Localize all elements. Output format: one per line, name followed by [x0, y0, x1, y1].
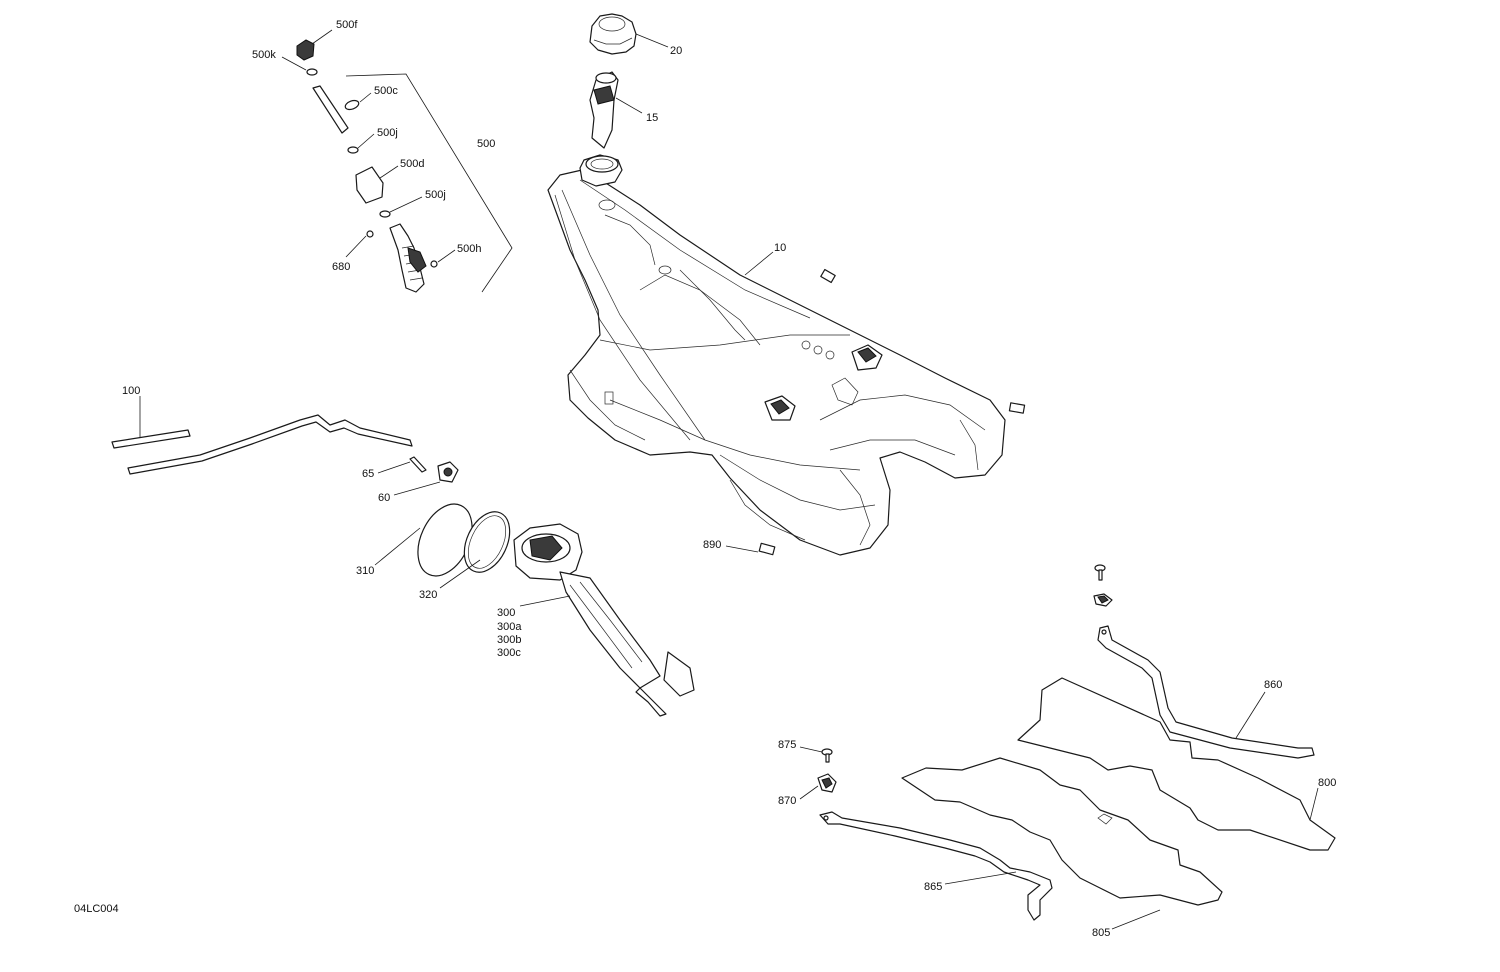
callout-860: 860 [1264, 679, 1282, 691]
pad-890-c [758, 542, 776, 556]
fuel-pump [513, 523, 695, 717]
fuel-connector [409, 456, 459, 483]
clip-top-right [1093, 564, 1113, 607]
callout-500j-bottom: 500j [425, 189, 446, 201]
callout-65: 65 [362, 468, 374, 480]
callout-680: 680 [332, 261, 350, 273]
callout-870: 870 [778, 795, 796, 807]
callout-865: 865 [924, 881, 942, 893]
bracket-860 [1097, 625, 1315, 759]
leader-lines [139, 29, 1319, 930]
callout-805: 805 [1092, 927, 1110, 939]
bracket-865 [819, 811, 1053, 921]
callout-800: 800 [1318, 777, 1336, 789]
screw-875 [821, 748, 833, 763]
callout-875: 875 [778, 739, 796, 751]
callout-500: 500 [477, 138, 495, 150]
pad-890-a [820, 268, 836, 284]
group-bracket-500 [345, 73, 513, 293]
drawing-code: 04LC004 [74, 903, 119, 915]
callout-500f: 500f [336, 19, 358, 31]
callout-300a: 300a [497, 621, 522, 633]
callout-20: 20 [670, 45, 682, 57]
callout-60: 60 [378, 492, 390, 504]
callout-500h: 500h [457, 243, 481, 255]
callout-10: 10 [774, 242, 786, 254]
callout-labels: 500f 500k 500c 500j 500d 500j 500 680 50… [74, 19, 1336, 939]
filler-hose [589, 71, 619, 149]
seal-ring-320 [463, 511, 511, 573]
heat-shield-805 [901, 757, 1223, 906]
fuel-line [111, 414, 413, 475]
callout-320: 320 [419, 589, 437, 601]
fuel-cap [589, 13, 637, 55]
callout-890: 890 [703, 539, 721, 551]
fuel-filter-assembly-500 [296, 39, 438, 293]
callout-500j-top: 500j [377, 127, 398, 139]
callout-500k: 500k [252, 49, 276, 61]
heat-shield-800 [1017, 677, 1336, 851]
fuel-tank [547, 154, 1006, 556]
callout-500d: 500d [400, 158, 424, 170]
callout-100: 100 [122, 385, 140, 397]
callout-310: 310 [356, 565, 374, 577]
callout-300c: 300c [497, 647, 521, 659]
callout-15: 15 [646, 112, 658, 124]
callout-300b: 300b [497, 634, 521, 646]
clip-870 [817, 773, 837, 793]
pad-890-b [1008, 402, 1026, 414]
callout-500c: 500c [374, 85, 398, 97]
callout-300: 300 [497, 607, 515, 619]
